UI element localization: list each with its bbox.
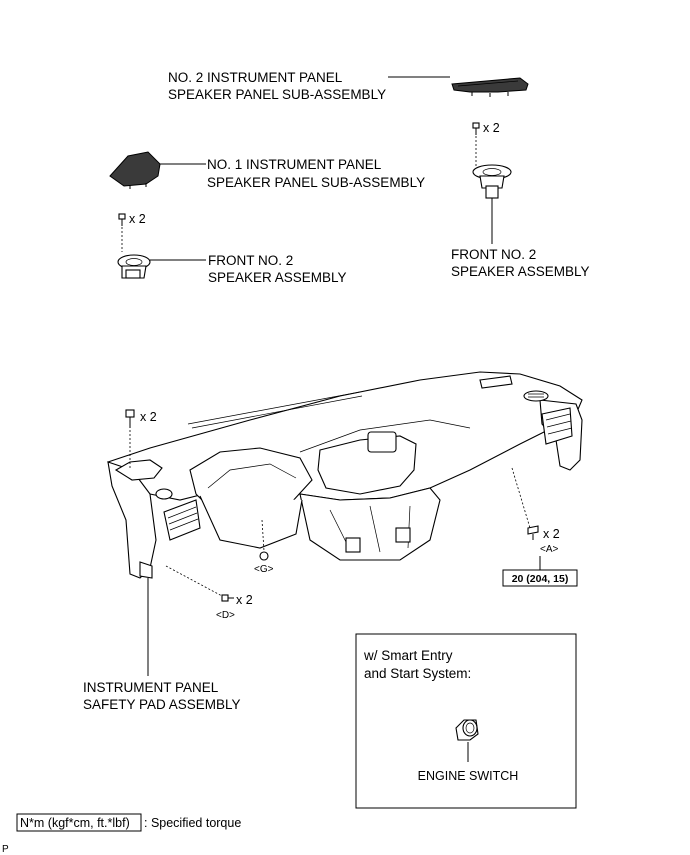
bolt-icon xyxy=(527,525,539,540)
screw-icon xyxy=(118,213,126,226)
no2-speaker-panel xyxy=(451,77,529,97)
instrument-panel-safety-pad xyxy=(107,371,583,579)
no1-speaker-panel xyxy=(109,151,161,189)
bolt-d-qty: x 2 xyxy=(236,593,253,607)
engine-switch-icon xyxy=(455,719,479,741)
screw-icon xyxy=(472,122,480,135)
torque-value: 20 (204, 15) xyxy=(512,573,569,585)
front-speaker-left-label-line1: FRONT NO. 2 xyxy=(208,253,293,268)
bolt-d-dash xyxy=(165,565,223,597)
front-speaker-right-label-line2: SPEAKER ASSEMBLY xyxy=(451,264,590,279)
no1-panel-label-line1: NO. 1 INSTRUMENT PANEL xyxy=(207,157,382,172)
engine-switch-label: ENGINE SWITCH xyxy=(418,769,519,783)
callout-d: <D> xyxy=(216,610,235,621)
no2-panel-label-line2: SPEAKER PANEL SUB-ASSEMBLY xyxy=(168,87,386,102)
no1-panel-label-line2: SPEAKER PANEL SUB-ASSEMBLY xyxy=(207,175,425,190)
callout-a: <A> xyxy=(540,544,559,555)
inset-title-line2: and Start System: xyxy=(364,666,471,681)
safety-pad-label-line1: INSTRUMENT PANEL xyxy=(83,680,219,695)
front-speaker-left xyxy=(117,254,151,279)
callout-g: <G> xyxy=(254,564,274,575)
bolt-icon xyxy=(221,594,234,602)
torque-legend-description: : Specified torque xyxy=(144,816,241,830)
bolt-pad-left-qty: x 2 xyxy=(140,410,157,424)
bolt-a-dash xyxy=(511,467,531,529)
bolt-a-qty: x 2 xyxy=(543,527,560,541)
no2-panel-label-line1: NO. 2 INSTRUMENT PANEL xyxy=(168,70,343,85)
bolt-icon xyxy=(125,409,135,428)
safety-pad-label-line2: SAFETY PAD ASSEMBLY xyxy=(83,697,241,712)
torque-unit-text: N*m (kgf*cm, ft.*lbf) xyxy=(20,816,130,830)
inset-title-line1: w/ Smart Entry xyxy=(363,648,453,663)
clip-g-icon xyxy=(259,551,269,561)
screw-right-qty: x 2 xyxy=(483,121,500,135)
torque-unit-box xyxy=(16,813,142,832)
front-speaker-right-label-line1: FRONT NO. 2 xyxy=(451,247,536,262)
corner-mark: P xyxy=(2,844,9,855)
torque-box xyxy=(502,569,578,587)
screw-left-qty: x 2 xyxy=(129,212,146,226)
front-speaker-right xyxy=(472,164,512,199)
front-speaker-left-label-line2: SPEAKER ASSEMBLY xyxy=(208,270,347,285)
clip-g-dash xyxy=(261,519,265,552)
